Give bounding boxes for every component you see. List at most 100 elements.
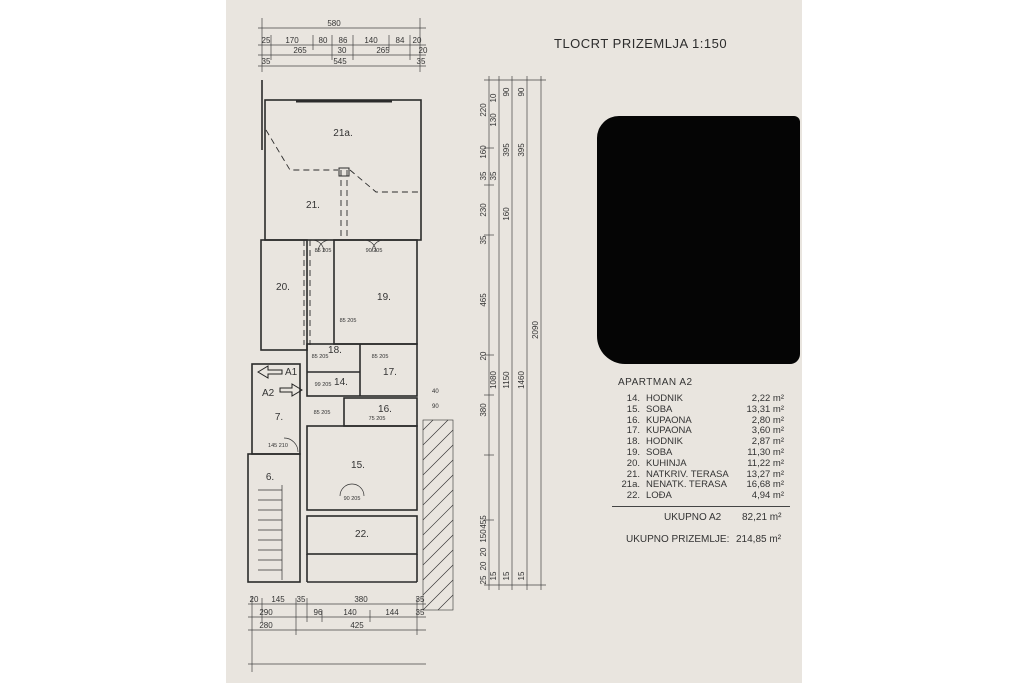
legend-row: 17. KUPAONA 3,60 m² (620, 425, 790, 437)
legend-row-area: 2,22 m² (751, 393, 784, 404)
dim-label: 160 (502, 207, 511, 221)
top-dimension-labels: 580 25 170 80 86 140 84 20 265 30 265 20… (262, 19, 428, 66)
legend-row: 18. HODNIK 2,87 m² (620, 436, 790, 448)
total-a2-value: 82,21 m² (742, 512, 782, 523)
legend-row-number: 21. (626, 468, 640, 480)
dim-label: 20 (479, 351, 488, 360)
legend-row-number: 22. (626, 490, 640, 502)
room-6-label: 6. (266, 472, 274, 483)
legend-row-number: 14. (626, 393, 640, 404)
door-label: 99 205 (315, 382, 332, 388)
legend-row: 20. KUHINJA 11,22 m² (620, 457, 790, 469)
dim-label: 230 (479, 203, 488, 217)
door-label: 145 210 (268, 443, 288, 449)
legend-row-number: 20. (626, 457, 640, 469)
legend-row-number: 18. (626, 436, 640, 448)
dim-label: 380 (354, 595, 368, 604)
legend-row-area: 13,27 m² (746, 468, 785, 480)
entrance-markers: A1 A2 (257, 365, 303, 399)
dim-label: 380 (479, 403, 488, 417)
dim-label: 140 (364, 36, 378, 45)
legend-row-area: 11,22 m² (747, 457, 784, 469)
room-20-label: 20. (276, 282, 290, 293)
walls (247, 80, 422, 583)
dim-label: 15 (517, 571, 526, 580)
door-labels: 85 205 90 205 85 205 85 205 85 205 99 20… (268, 248, 388, 502)
dim-label: 84 (396, 36, 405, 45)
door-label: 85 205 (315, 248, 332, 254)
total-ground-label: UKUPNO PRIZEMLJE: (626, 534, 730, 545)
side-dimension-labels: 220 160 35 230 35 465 20 380 455 20 150 … (479, 87, 540, 584)
dim-label: 35 (489, 171, 498, 180)
dim-label: 35 (297, 595, 306, 604)
door-label: 85 205 (314, 410, 331, 416)
legend-row-number: 17. (626, 425, 640, 437)
legend-row: 15. SOBA 13,31 m² (620, 403, 790, 415)
dim-label: 395 (502, 143, 511, 157)
legend-row-area: 2,87 m² (751, 436, 784, 448)
legend-row-name: NENATK. TERASA (646, 479, 727, 491)
dim-label: 465 (479, 293, 488, 307)
door-label: 85 205 (340, 318, 357, 324)
legend-row-area: 13,31 m² (746, 403, 785, 415)
legend-row-number: 21a. (621, 479, 641, 491)
dim-label: 80 (319, 36, 328, 45)
room-14-label: 14. (334, 377, 348, 388)
legend-row-name: LOĐA (646, 490, 672, 502)
dim-label: 25 (479, 575, 488, 584)
room-labels: 21a. 21. 20. 19. 18. 17. 14. 16. 15. 22.… (266, 128, 397, 540)
legend-row-area: 16,68 m² (746, 479, 785, 491)
edge-dim: 40 (432, 389, 439, 395)
dim-label: 20 (250, 595, 259, 604)
legend-row-name: NATKRIV. TERASA (646, 468, 729, 480)
legend-row-area: 11,30 m² (747, 447, 784, 458)
dim-label: 10 (489, 93, 498, 102)
legend-row-area: 3,60 m² (751, 425, 784, 437)
total-ground-value: 214,85 m² (736, 534, 782, 545)
legend-row-area: 2,80 m² (751, 414, 784, 426)
legend-row-name: SOBA (646, 403, 673, 415)
dim-label: 90 (517, 87, 526, 96)
legend-row-name: KUPAONA (646, 425, 692, 437)
legend-row-number: 16. (626, 414, 640, 426)
legend-row-name: HODNIK (646, 436, 683, 448)
dim-label: 130 (489, 113, 498, 127)
dim-label: 455 (479, 515, 488, 529)
dim-label: 96 (314, 608, 323, 617)
dim-label: 1460 (517, 371, 526, 389)
redacted-area (597, 116, 800, 364)
room-18-label: 18. (328, 345, 342, 356)
dim-label: 160 (479, 145, 488, 159)
stairs (258, 485, 283, 580)
bottom-dimension-labels: 20 145 35 380 35 290 96 140 144 35 280 4… (250, 595, 425, 630)
edge-dim: 90 (432, 404, 439, 410)
legend-heading: APARTMAN A2 (618, 377, 693, 388)
door-label: 90 205 (344, 496, 361, 502)
side-dimension-lines (484, 76, 546, 590)
door-label: 85 205 (312, 354, 329, 360)
dim-label: 140 (343, 608, 357, 617)
dim-label: 545 (333, 57, 347, 66)
terrain-hatch (422, 419, 454, 611)
marker-a1: A1 (285, 367, 298, 378)
dim-label: 1080 (489, 371, 498, 389)
dim-label: 145 (271, 595, 285, 604)
legend-row-name: KUHINJA (646, 457, 687, 469)
dim-label: 280 (259, 621, 273, 630)
terrace-outline (265, 129, 420, 345)
legend-row-number: 19. (626, 447, 640, 458)
dim-label: 35 (416, 608, 425, 617)
dim-label: 150 (479, 529, 488, 543)
room-19-label: 19. (377, 292, 391, 303)
edge-dim-labels: 40 90 (432, 389, 439, 410)
legend-row-name: KUPAONA (646, 414, 692, 426)
plan-title: TLOCRT PRIZEMLJA 1:150 (554, 36, 728, 51)
legend-row-number: 15. (626, 403, 640, 415)
room-15-label: 15. (351, 460, 365, 471)
dim-label: 20 (413, 36, 422, 45)
bottom-dimension-lines (248, 596, 426, 672)
dim-label: 265 (376, 46, 390, 55)
room-21-label: 21. (306, 200, 320, 211)
